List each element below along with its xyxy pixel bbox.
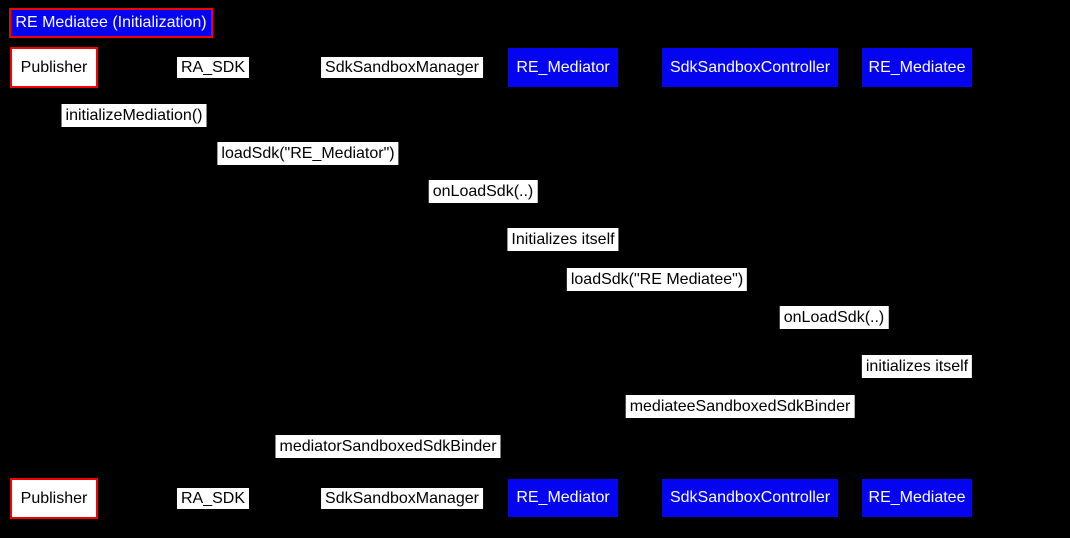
actor-bottom-sdk-sandbox-manager: SdkSandboxManager <box>321 488 483 509</box>
message-on-load-sdk-mediatee: onLoadSdk(..) <box>779 306 889 329</box>
message-load-sdk-mediatee: loadSdk("RE Mediatee") <box>566 268 748 291</box>
actor-top-re-mediatee: RE_Mediatee <box>862 48 972 87</box>
lifeline-ra-sdk <box>213 88 214 478</box>
message-initialize-mediation: initializeMediation() <box>61 104 207 127</box>
actor-top-sdk-sandbox-manager: SdkSandboxManager <box>321 57 483 78</box>
lifeline-re-mediator <box>563 88 564 478</box>
lifeline-sdk-sandbox-manager <box>402 88 403 478</box>
lifeline-publisher <box>53 88 54 478</box>
actor-bottom-re-mediatee: RE_Mediatee <box>862 479 972 517</box>
actor-top-re-mediator: RE_Mediator <box>508 48 618 87</box>
lifeline-sdk-sandbox-controller <box>750 88 751 478</box>
message-mediator-sandboxed-sdk-binder: mediatorSandboxedSdkBinder <box>275 435 501 458</box>
actor-bottom-re-mediator: RE_Mediator <box>508 479 618 517</box>
message-mediatee-initializes-itself: initializes itself <box>861 355 973 378</box>
lifeline-re-mediatee <box>917 88 918 478</box>
message-mediator-initializes-itself: Initializes itself <box>507 228 619 251</box>
actor-top-publisher: Publisher <box>10 47 98 88</box>
message-load-sdk-mediator: loadSdk("RE_Mediator") <box>217 142 399 165</box>
message-mediatee-sandboxed-sdk-binder: mediateeSandboxedSdkBinder <box>625 395 855 418</box>
diagram-title: RE Mediatee (Initialization) <box>9 8 213 38</box>
actor-top-sdk-sandbox-controller: SdkSandboxController <box>662 48 838 87</box>
message-on-load-sdk-mediator: onLoadSdk(..) <box>428 180 538 203</box>
actor-bottom-publisher: Publisher <box>10 478 98 519</box>
actor-top-ra-sdk: RA_SDK <box>176 57 250 78</box>
actor-bottom-ra-sdk: RA_SDK <box>176 488 250 509</box>
actor-bottom-sdk-sandbox-controller: SdkSandboxController <box>662 479 838 517</box>
